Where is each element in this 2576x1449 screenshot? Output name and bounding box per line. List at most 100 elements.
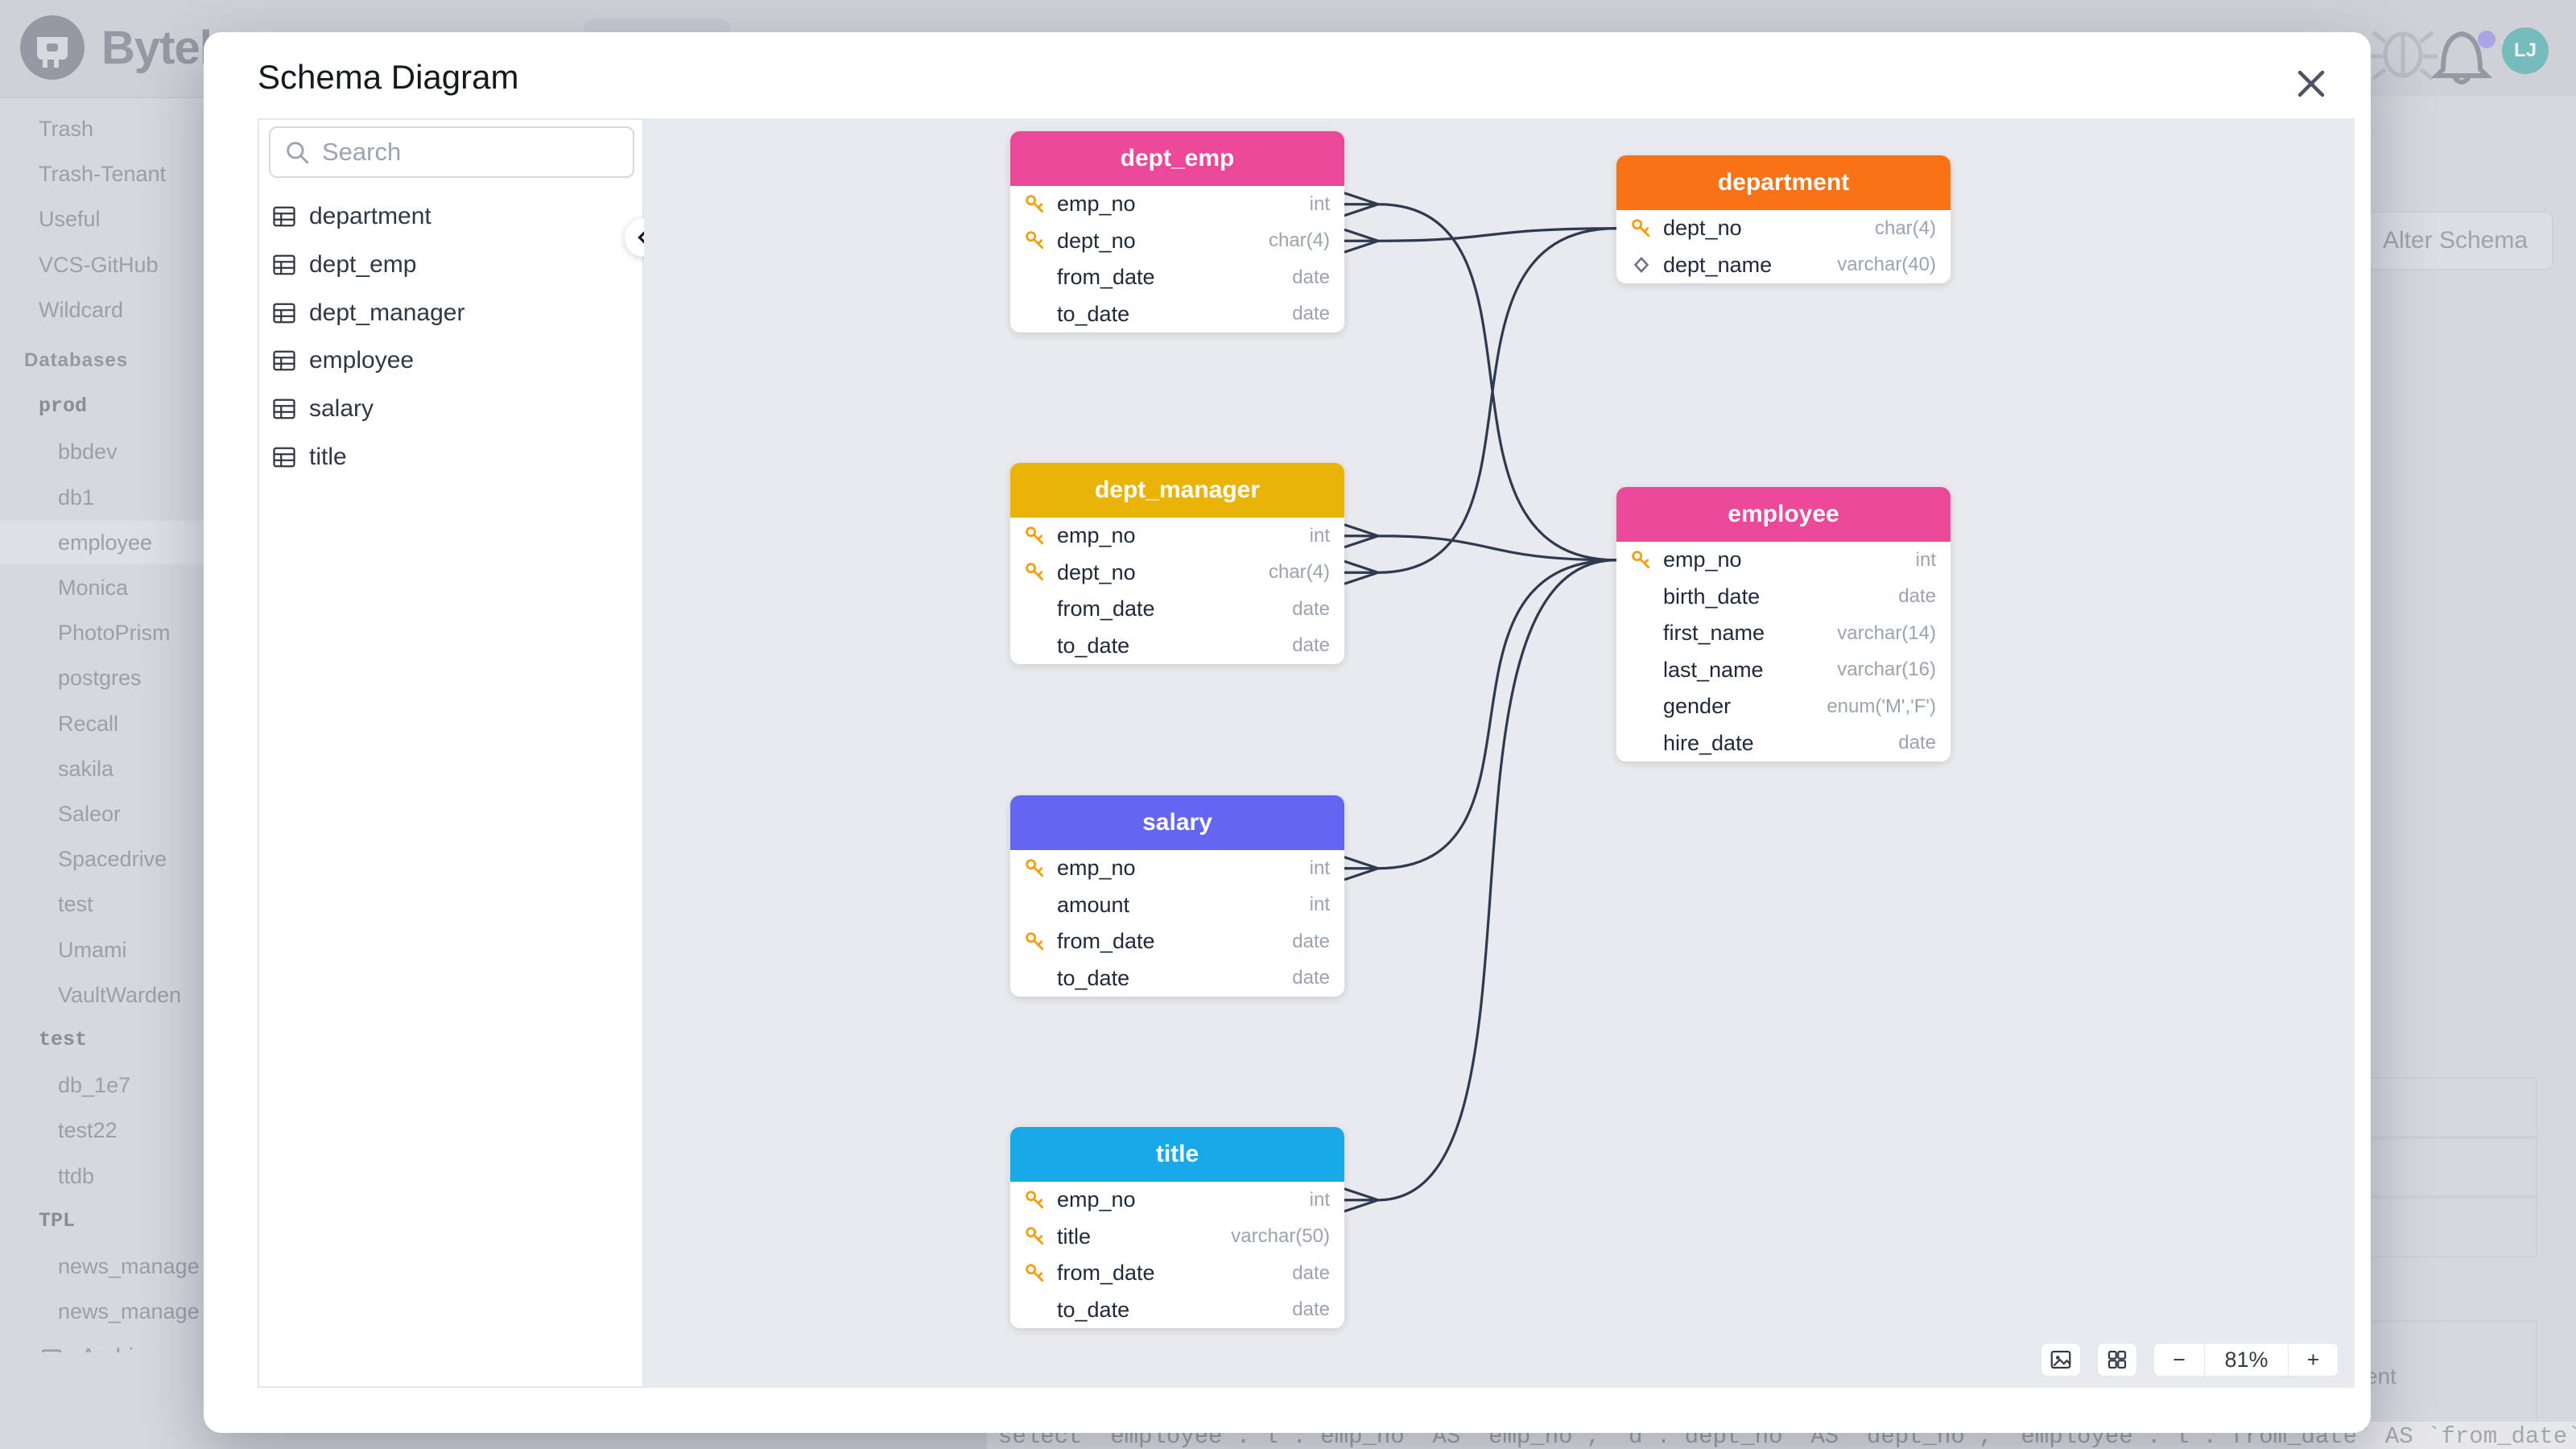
column-type: date: [1292, 967, 1330, 989]
bug-icon: [2368, 31, 2438, 80]
sidebar-item-useful[interactable]: Useful: [39, 207, 101, 232]
sidebar-item-wildcard[interactable]: Wildcard: [39, 297, 124, 322]
sidebar-item-test22[interactable]: test22: [58, 1118, 118, 1143]
column-name: to_date: [1057, 301, 1130, 326]
user-avatar[interactable]: LJ: [2502, 27, 2549, 74]
column-type: int: [1915, 548, 1936, 571]
sidebar-item-db1[interactable]: db1: [58, 485, 95, 510]
sidebar-item-vaultwarden[interactable]: VaultWarden: [58, 982, 182, 1007]
zoom-out-button[interactable]: −: [2173, 1347, 2186, 1372]
diagram-table-header[interactable]: dept_emp: [1010, 131, 1344, 186]
sidebar-item-spacedrive[interactable]: Spacedrive: [58, 847, 167, 872]
diagram-table-header[interactable]: title: [1010, 1127, 1344, 1182]
diagram-column-to_date: to_date date: [1010, 960, 1344, 997]
sidebar-selected-highlight: [0, 520, 204, 564]
diagram-table-header[interactable]: employee: [1616, 487, 1951, 542]
diagram-table-header[interactable]: department: [1616, 155, 1951, 210]
column-name: emp_no: [1663, 547, 1742, 572]
sidebar-item-monica[interactable]: Monica: [58, 576, 129, 600]
table-list-panel: department dept_emp dept_manager employee sa…: [258, 118, 644, 1388]
column-type: varchar(16): [1837, 658, 1936, 681]
grid-icon: [2107, 1350, 2127, 1369]
table-icon: [273, 303, 295, 323]
key-icon: [1026, 563, 1044, 581]
sidebar-item-ttdb[interactable]: ttdb: [58, 1163, 95, 1188]
column-name: dept_no: [1057, 559, 1136, 584]
sidebar-item-umami[interactable]: Umami: [58, 937, 127, 962]
column-type: enum('M','F'): [1827, 695, 1936, 717]
search-input[interactable]: [322, 138, 612, 167]
sidebar-item-bbdev[interactable]: bbdev: [58, 440, 118, 464]
table-search[interactable]: [269, 126, 634, 178]
table-list-item-salary[interactable]: salary: [272, 395, 374, 423]
key-icon: [1632, 550, 1650, 568]
table-icon: [273, 398, 295, 419]
column-name: first_name: [1663, 621, 1765, 646]
sidebar-item-news-manage[interactable]: news_manage: [58, 1254, 200, 1278]
diamond-icon: [1633, 257, 1649, 274]
canvas-toolbar: − 81% +: [2041, 1343, 2339, 1377]
archive-label: Archive: [80, 1344, 159, 1352]
diagram-table-header[interactable]: salary: [1010, 795, 1344, 850]
sidebar-item-sakila[interactable]: sakila: [58, 756, 114, 781]
column-name: title: [1057, 1224, 1092, 1249]
zoom-in-button[interactable]: +: [2288, 1344, 2338, 1376]
sidebar-item-vcs-github[interactable]: VCS-GitHub: [39, 252, 159, 277]
export-image-button[interactable]: [2041, 1343, 2081, 1377]
table-list-item-department[interactable]: department: [272, 203, 431, 230]
key-icon: [1026, 231, 1044, 250]
key-icon: [1632, 218, 1650, 237]
sidebar-item-test[interactable]: test: [58, 892, 93, 917]
table-icon: [273, 254, 295, 275]
sidebar-item-trash[interactable]: Trash: [39, 117, 94, 141]
table-icon: [273, 447, 295, 468]
sidebar-item-prod[interactable]: prod: [39, 394, 88, 419]
column-name: birth_date: [1663, 584, 1761, 609]
column-name: dept_no: [1057, 228, 1136, 253]
sidebar-item-test[interactable]: test: [39, 1028, 88, 1051]
table-icon: [273, 351, 295, 371]
key-icon: [1026, 1190, 1044, 1208]
column-name: from_date: [1057, 597, 1155, 621]
sidebar-item-db-1e7[interactable]: db_1e7: [58, 1073, 131, 1098]
sidebar-item-news-manage[interactable]: news_manage: [58, 1299, 200, 1324]
sidebar-item-tpl[interactable]: TPL: [39, 1208, 76, 1232]
key-icon: [1026, 526, 1044, 544]
diagram-table-header[interactable]: dept_manager: [1010, 463, 1344, 518]
column-name: amount: [1057, 892, 1130, 917]
sidebar-item-employee[interactable]: employee: [58, 530, 153, 555]
table-list-item-employee[interactable]: employee: [272, 347, 414, 374]
column-type: int: [1309, 857, 1330, 879]
column-type: int: [1309, 192, 1330, 215]
column-type: date: [1292, 930, 1330, 952]
schema-diagram-modal: Schema Diagram departmentdept_empdept_ma…: [204, 32, 2371, 1433]
fit-layout-button[interactable]: [2097, 1343, 2137, 1377]
sidebar-item-photoprism[interactable]: PhotoPrism: [58, 621, 171, 646]
table-list-item-title[interactable]: title: [272, 444, 347, 471]
table-list-item-dept_emp[interactable]: dept_emp: [272, 251, 416, 279]
close-icon[interactable]: [2293, 66, 2329, 101]
sidebar-item-trash-tenant[interactable]: Trash-Tenant: [39, 162, 167, 187]
sidebar-item-archive[interactable]: Archive: [39, 1344, 159, 1352]
sidebar-item-saleor[interactable]: Saleor: [58, 802, 122, 826]
sidebar-item-recall[interactable]: Recall: [58, 711, 119, 736]
diagram-column-emp_no: emp_no int: [1616, 542, 1951, 579]
alter-schema-button[interactable]: Alter Schema: [2357, 211, 2553, 270]
sidebar-item-postgres[interactable]: postgres: [58, 666, 142, 691]
table-list-item-dept_manager[interactable]: dept_manager: [272, 299, 464, 327]
column-name: to_date: [1057, 965, 1130, 990]
